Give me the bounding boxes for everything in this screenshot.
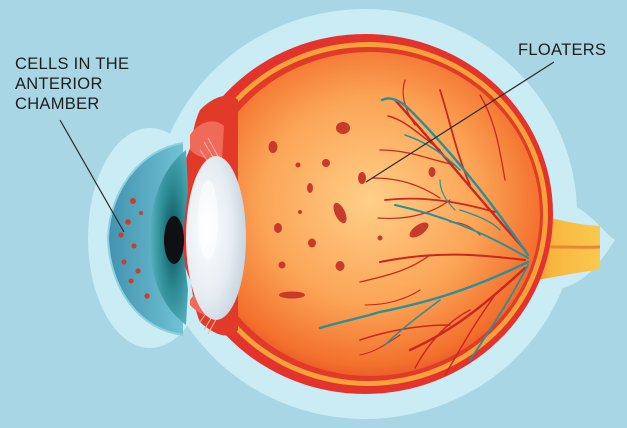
chamber-cell — [129, 279, 134, 284]
floater — [336, 261, 345, 271]
floater — [429, 167, 436, 177]
chamber-cell — [118, 232, 123, 237]
floater — [274, 223, 282, 233]
chamber-cell — [144, 293, 149, 298]
floaters-label: FLOATERS — [518, 40, 606, 60]
chamber-cell — [130, 198, 136, 204]
lens — [186, 156, 246, 320]
pupil — [164, 216, 184, 264]
floater — [308, 239, 316, 248]
floater — [279, 262, 286, 269]
chamber-cell — [125, 219, 131, 225]
floater — [307, 183, 313, 193]
floater — [279, 292, 305, 299]
floater — [336, 122, 350, 134]
vitreous-body — [200, 52, 540, 376]
floater — [298, 210, 302, 214]
floater — [269, 141, 278, 153]
chamber-cell — [139, 211, 143, 215]
chamber-cell — [132, 244, 137, 249]
floater — [378, 236, 383, 241]
chamber-cell — [122, 260, 127, 265]
floater — [322, 159, 330, 167]
floater — [358, 172, 366, 184]
chamber-cell — [135, 268, 140, 273]
floater — [296, 163, 301, 168]
cells-in-anterior-chamber-label: CELLS IN THE ANTERIOR CHAMBER — [15, 54, 129, 114]
